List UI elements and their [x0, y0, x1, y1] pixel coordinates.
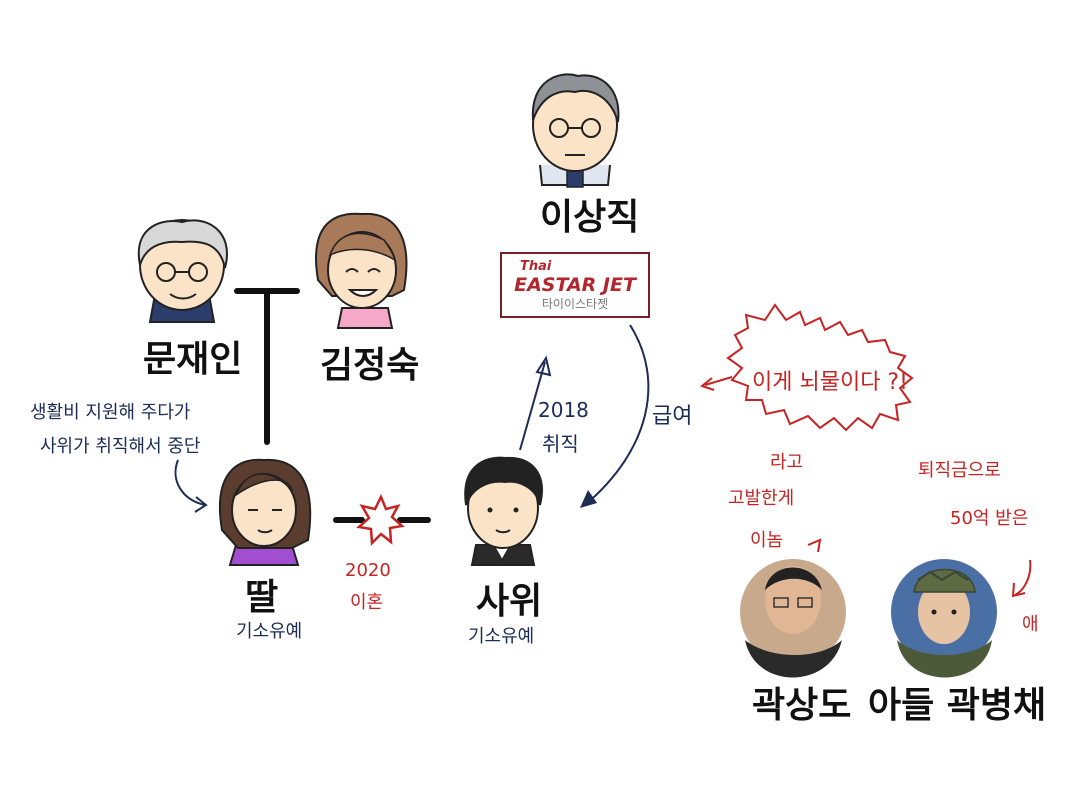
- lee-sang-jik-name: 이상직: [540, 197, 640, 238]
- logo-line3: 타이이스타젯: [541, 297, 609, 311]
- living-cost-arrow-head-icon: [194, 496, 208, 513]
- divorce-year: 2020: [345, 560, 391, 581]
- thai-eastar-jet-logo: Thai EASTAR JET 타이이스타젯: [500, 252, 650, 318]
- hired-arrow-head-icon: [535, 355, 552, 377]
- kim-portrait: [315, 212, 408, 329]
- son-in-law-name: 사위: [476, 581, 543, 622]
- divorce-label: 이혼: [350, 592, 384, 613]
- accuser-note-line1: 라고: [770, 452, 804, 473]
- severance-note-line1: 퇴직금으로: [918, 460, 1001, 481]
- break-burst-icon: [356, 493, 405, 546]
- kim-jung-sook-name: 김정숙: [320, 345, 420, 386]
- logo-line1: Thai: [520, 259, 552, 274]
- living-cost-arrow: [174, 459, 206, 506]
- kid-arrow: [1014, 559, 1032, 596]
- kid-arrow-head-icon: [1011, 582, 1026, 598]
- daughter-portrait: [219, 458, 312, 566]
- salary-arrow-head-icon: [580, 490, 597, 508]
- bribe-cloud-text: 이게 뇌물이다 ?!: [752, 370, 908, 395]
- accuser-note-line3: 이놈: [750, 530, 784, 551]
- severance-note-line2: 50억 받은: [950, 508, 1029, 529]
- kwak-byung-chae-photo: [891, 559, 997, 678]
- kid-note: 애: [1022, 614, 1039, 635]
- hired-label: 취직: [542, 432, 579, 456]
- bribe-arrow-head-icon: [699, 377, 715, 391]
- living-costs-note-line1: 생활비 지원해 주다가: [30, 402, 191, 423]
- accuser-note-line2: 고발한게: [728, 488, 795, 509]
- kwak-sang-do-photo: [740, 559, 846, 678]
- daughter-name: 딸: [245, 577, 279, 618]
- accuser-arrow-icon: [807, 538, 822, 553]
- hired-arrow: [519, 361, 546, 451]
- logo-line2: EASTAR JET: [514, 274, 636, 296]
- son-in-law-portrait: [464, 456, 543, 566]
- kwak-sang-do-name: 곽상도: [752, 685, 852, 726]
- hired-year: 2018: [538, 398, 589, 422]
- kwak-byung-chae-name: 아들 곽병채: [868, 685, 1047, 726]
- bribe-arrow: [704, 376, 733, 386]
- moon-jae-in-name: 문재인: [143, 339, 243, 380]
- son-in-law-status: 기소유예: [468, 626, 535, 647]
- moon-portrait: [137, 219, 228, 323]
- bribe-cloud-icon: [726, 303, 914, 432]
- salary-label: 급여: [652, 404, 693, 429]
- daughter-status: 기소유예: [236, 621, 303, 642]
- lee-sang-jik-portrait: [531, 73, 620, 188]
- living-costs-note-line2: 사위가 취직해서 중단: [40, 436, 201, 457]
- salary-arrow: [584, 324, 650, 506]
